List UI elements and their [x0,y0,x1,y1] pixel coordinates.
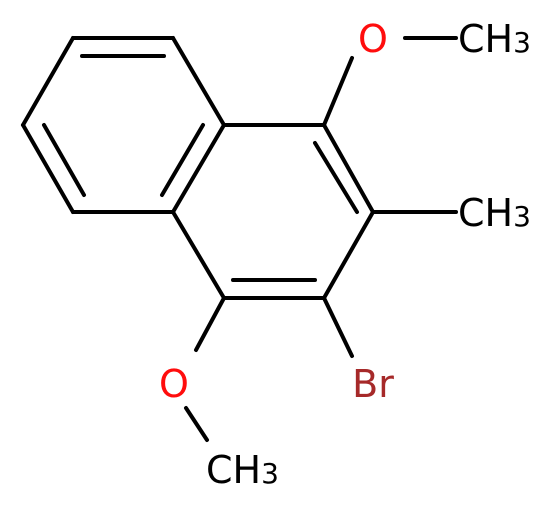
bond-to-o-bottom [194,296,226,352]
bond [21,36,75,127]
bond-to-o-top [322,56,354,127]
methyl-top-text: CH [458,17,513,61]
methyl-bottom-text: CH [206,448,261,492]
bromine-label: Br [352,362,394,406]
bond [322,210,375,300]
methyl-top-subscript: 3 [513,26,531,59]
bond [21,123,75,214]
bond [171,36,226,127]
bond [171,123,226,214]
atom-labels: O CH3 CH3 Br O CH3 [159,17,531,492]
methyl-bottom-label: CH3 [206,448,279,492]
methyl-right-text: CH [458,191,513,235]
oxygen-bottom-label: O [159,362,189,406]
bond-inner [42,123,86,197]
bond-o-to-ch3-bottom [184,406,209,442]
bond-inner [313,141,359,214]
bond-inner [160,123,205,197]
bonds [21,36,458,442]
methyl-right-label: CH3 [458,191,531,235]
bond-to-br [322,296,354,358]
oxygen-top-label: O [358,17,388,61]
bond [171,210,226,300]
methyl-top-label: CH3 [458,17,531,61]
bond [322,123,375,214]
methyl-right-subscript: 3 [513,200,531,233]
methyl-bottom-subscript: 3 [261,457,279,490]
